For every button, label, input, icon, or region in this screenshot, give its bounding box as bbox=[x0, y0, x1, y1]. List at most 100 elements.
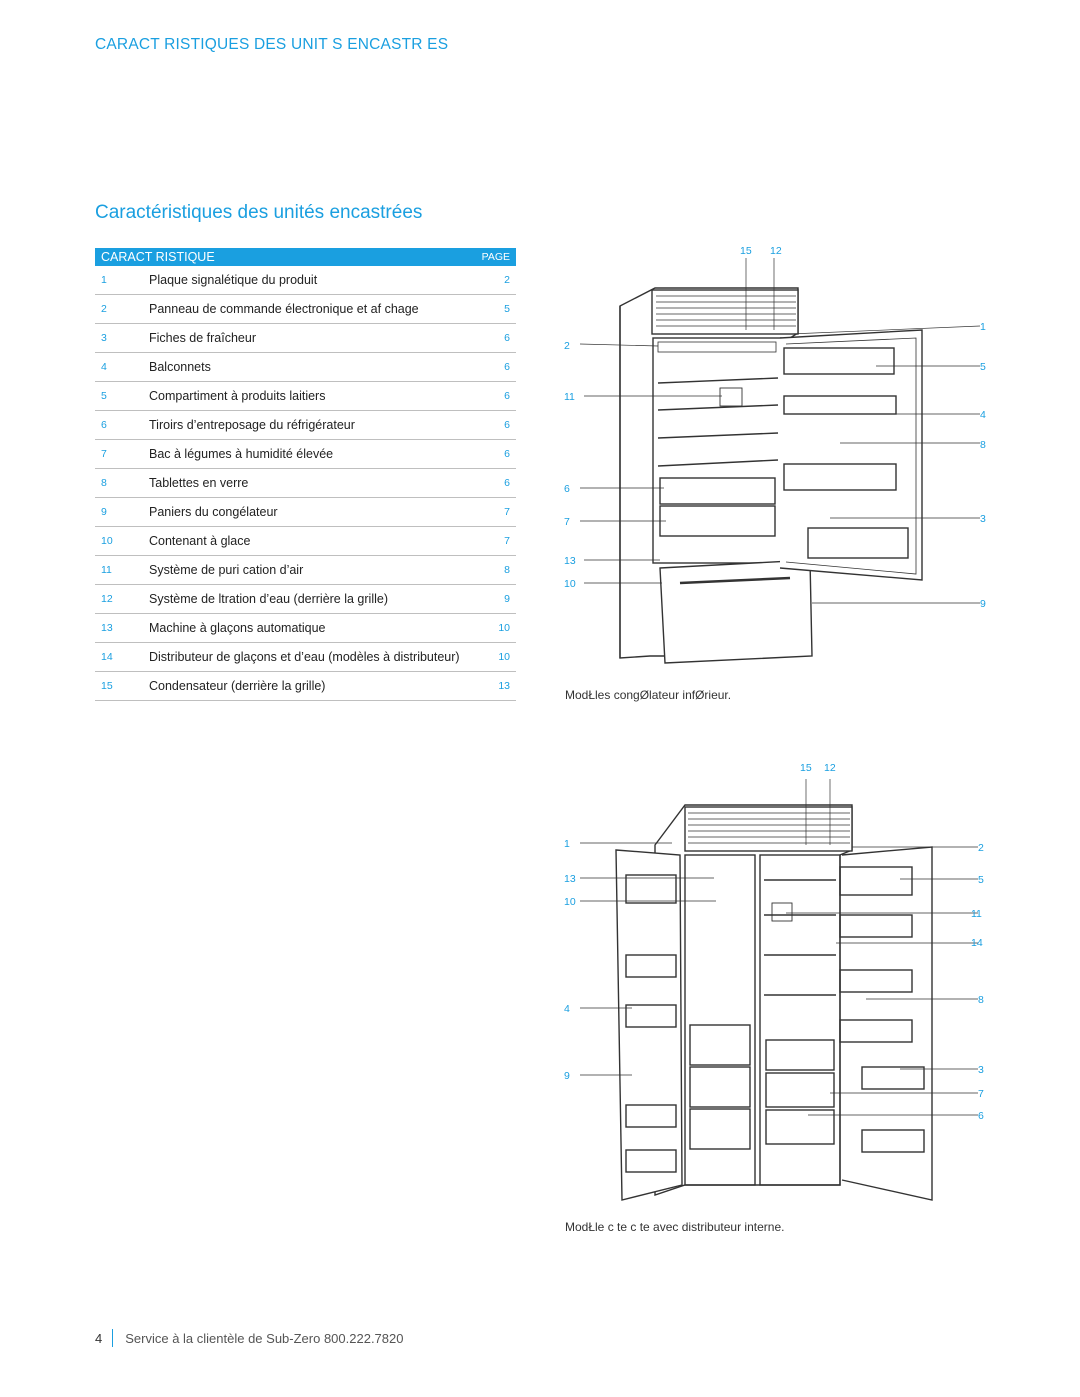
row-page: 7 bbox=[475, 497, 516, 527]
row-page: 5 bbox=[475, 294, 516, 324]
row-page: 6 bbox=[475, 439, 516, 469]
page-header-title: CARACT RISTIQUES DES UNIT S ENCASTR ES bbox=[95, 36, 449, 53]
bottom-freezer-caption: ModŁles congØlateur infØrieur. bbox=[565, 688, 732, 702]
row-label: Machine à glaçons automatique bbox=[149, 613, 476, 643]
callout-3: 3 bbox=[980, 513, 986, 525]
callout-1: 1 bbox=[564, 838, 570, 850]
callout-6: 6 bbox=[978, 1110, 984, 1122]
callout-2: 2 bbox=[564, 340, 570, 352]
bottom-freezer-diagram: 15 12 1 2 5 11 4 8 6 7 3 13 10 9 bbox=[540, 238, 1000, 678]
callout-5: 5 bbox=[980, 361, 986, 373]
row-number: 1 bbox=[95, 266, 149, 295]
row-number: 8 bbox=[95, 468, 149, 498]
side-by-side-caption: ModŁle c te c te avec distributeur inter… bbox=[565, 1220, 785, 1234]
row-label: Condensateur (derrière la grille) bbox=[149, 671, 476, 701]
row-label: Balconnets bbox=[149, 352, 476, 382]
row-label: Compartiment à produits laitiers bbox=[149, 381, 476, 411]
row-number: 2 bbox=[95, 294, 149, 324]
row-label: Panneau de commande électronique et af c… bbox=[149, 294, 476, 324]
row-label: Distributeur de glaçons et d’eau (modèle… bbox=[149, 642, 476, 672]
row-number: 11 bbox=[95, 555, 149, 585]
column-header-page: PAGE bbox=[475, 248, 516, 266]
callout-8: 8 bbox=[980, 439, 986, 451]
callout-12: 12 bbox=[770, 245, 782, 257]
callout-11: 11 bbox=[564, 391, 575, 403]
row-page: 6 bbox=[475, 381, 516, 411]
callout-8: 8 bbox=[978, 994, 984, 1006]
row-label: Plaque signalétique du produit bbox=[149, 266, 476, 295]
callout-2: 2 bbox=[978, 842, 984, 854]
callout-13: 13 bbox=[564, 555, 576, 567]
row-page: 7 bbox=[475, 526, 516, 556]
page-footer: 4 Service à la clientèle de Sub-Zero 800… bbox=[95, 1329, 403, 1347]
row-number: 7 bbox=[95, 439, 149, 469]
row-page: 10 bbox=[475, 642, 516, 672]
row-page: 6 bbox=[475, 410, 516, 440]
row-label: Tablettes en verre bbox=[149, 468, 476, 498]
row-page: 6 bbox=[475, 352, 516, 382]
callout-13: 13 bbox=[564, 873, 576, 885]
column-header-feature: CARACT RISTIQUE bbox=[95, 248, 476, 266]
row-page: 10 bbox=[475, 613, 516, 643]
callout-1: 1 bbox=[980, 321, 986, 333]
row-number: 13 bbox=[95, 613, 149, 643]
callout-5: 5 bbox=[978, 874, 984, 886]
row-label: Bac à légumes à humidité élevée bbox=[149, 439, 476, 469]
callout-11: 11 bbox=[971, 908, 982, 920]
row-number: 9 bbox=[95, 497, 149, 527]
table-header-row: CARACT RISTIQUE PAGE bbox=[95, 248, 516, 266]
page-number: 4 bbox=[95, 1330, 103, 1346]
callout-3: 3 bbox=[978, 1064, 984, 1076]
row-number: 4 bbox=[95, 352, 149, 382]
row-number: 5 bbox=[95, 381, 149, 411]
row-number: 14 bbox=[95, 642, 149, 672]
callout-10: 10 bbox=[564, 578, 576, 590]
row-label: Paniers du congélateur bbox=[149, 497, 476, 527]
callout-9: 9 bbox=[980, 598, 986, 610]
side-by-side-illustration: 15 12 1 2 13 5 10 11 14 4 8 9 3 7 6 bbox=[564, 762, 984, 1201]
row-number: 10 bbox=[95, 526, 149, 556]
row-page: 6 bbox=[475, 323, 516, 353]
footer-service-text: Service à la clientèle de Sub-Zero 800.2… bbox=[125, 1330, 404, 1346]
row-page: 2 bbox=[475, 266, 516, 295]
row-label: Système de ltration d’eau (derrière la g… bbox=[149, 584, 476, 614]
row-page: 13 bbox=[475, 671, 516, 701]
side-by-side-diagram: 15 12 1 2 13 5 10 11 14 4 8 9 3 7 6 bbox=[540, 755, 1000, 1210]
callout-9: 9 bbox=[564, 1070, 570, 1082]
row-number: 12 bbox=[95, 584, 149, 614]
row-label: Contenant à glace bbox=[149, 526, 476, 556]
callout-7: 7 bbox=[978, 1088, 984, 1100]
row-page: 8 bbox=[475, 555, 516, 585]
row-label: Tiroirs d’entreposage du réfrigérateur bbox=[149, 410, 476, 440]
row-page: 6 bbox=[475, 468, 516, 498]
footer-divider bbox=[112, 1329, 114, 1347]
callout-4: 4 bbox=[980, 409, 986, 421]
callout-4: 4 bbox=[564, 1003, 570, 1015]
row-label: Système de puri cation d’air bbox=[149, 555, 476, 585]
callout-14: 14 bbox=[971, 937, 983, 949]
section-title: Caractéristiques des unités encastrées bbox=[95, 202, 423, 223]
row-label: Fiches de fraîcheur bbox=[149, 323, 476, 353]
callout-10: 10 bbox=[564, 896, 576, 908]
row-number: 3 bbox=[95, 323, 149, 353]
callout-15: 15 bbox=[740, 245, 752, 257]
row-number: 6 bbox=[95, 410, 149, 440]
callout-7: 7 bbox=[564, 516, 570, 528]
callout-15: 15 bbox=[800, 762, 812, 774]
